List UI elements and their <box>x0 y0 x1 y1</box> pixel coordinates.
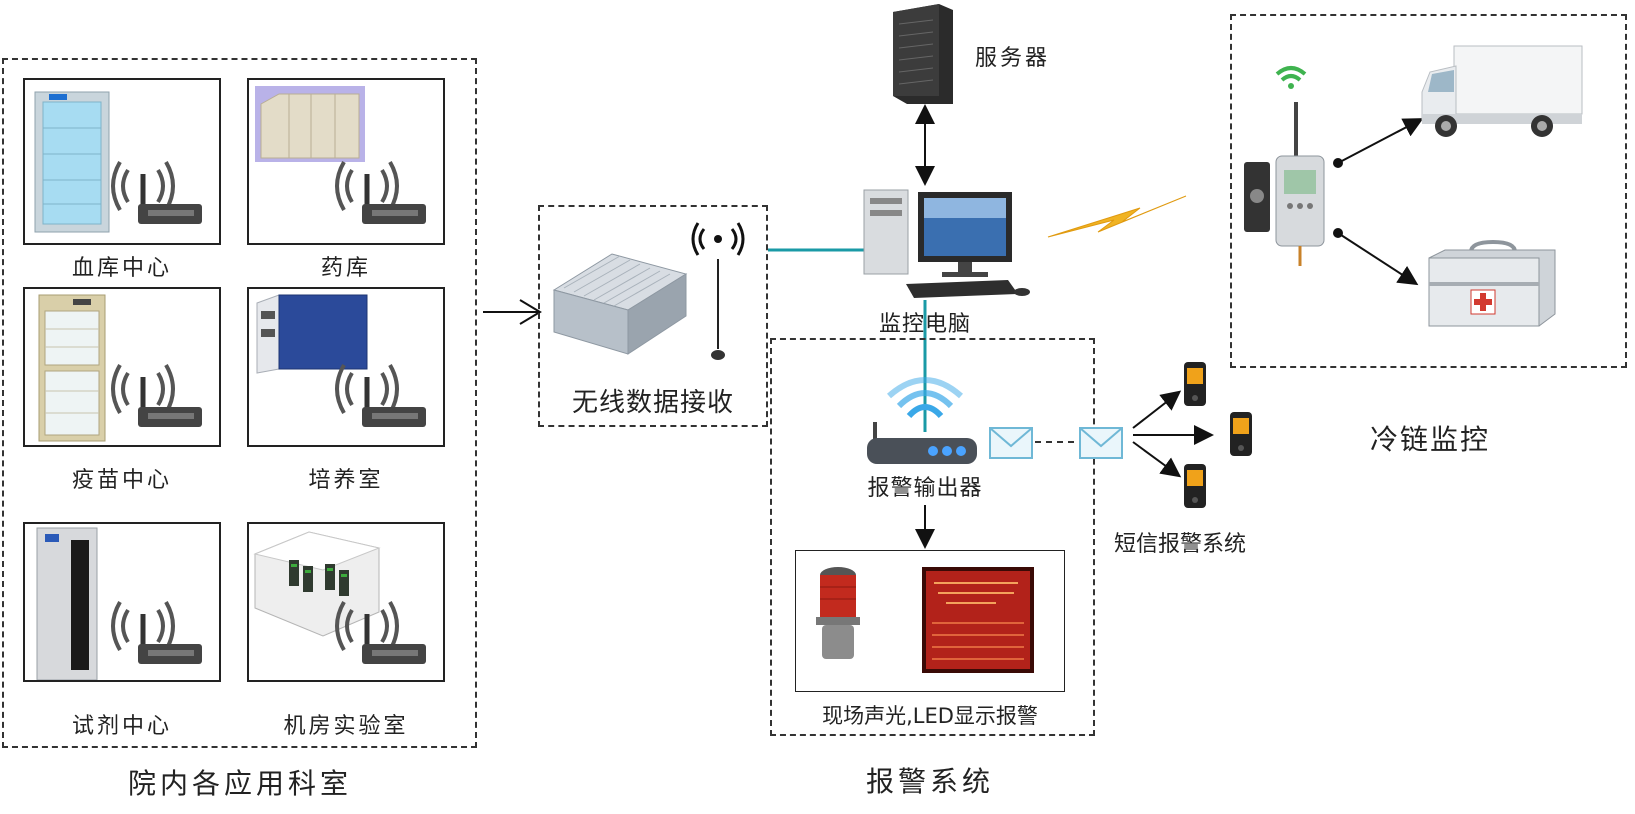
refrigerated-truck-icon <box>1421 45 1583 137</box>
siren-and-led-display-icon <box>816 567 1034 673</box>
lightning-bolt-icon <box>1047 195 1187 238</box>
server-icon <box>893 4 953 104</box>
reagent-cabinet-icon <box>36 527 98 680</box>
monitor-pc-label: 监控电脑 <box>878 312 971 337</box>
receiver-device-icon <box>552 253 688 355</box>
sms-alarm-label: 短信报警系统 <box>1113 532 1246 557</box>
room-label: 血库中心 <box>71 256 172 281</box>
wireless-sensor-icon <box>111 160 202 224</box>
cold-chain-title: 冷链监控 <box>1369 423 1490 456</box>
room-label: 试剂中心 <box>71 714 172 739</box>
monitor-pc-icon <box>863 189 1030 298</box>
mobile-phone-icon <box>1184 464 1206 508</box>
data-logger-icon <box>1244 102 1325 266</box>
alarm-output-label: 报警输出器 <box>867 476 983 501</box>
cold-chain-group <box>1230 14 1627 368</box>
receiver-group <box>538 205 768 427</box>
server-room-icon <box>253 531 381 637</box>
cold-room-icon <box>255 86 365 162</box>
arrows-logger-to-carriers <box>1333 118 1424 286</box>
mobile-phone-icon <box>1184 362 1206 406</box>
room-label: 药库 <box>320 256 371 281</box>
alarm-system-group <box>770 338 1095 736</box>
arrows-sms-to-phones <box>1132 390 1214 478</box>
departments-group-title: 院内各应用科室 <box>127 767 352 800</box>
envelope-icon <box>1079 427 1123 459</box>
antenna-icon <box>691 222 745 360</box>
wireless-sensor-icon <box>111 363 202 427</box>
departments-group <box>2 58 477 748</box>
wireless-sensor-icon <box>335 363 426 427</box>
wireless-sensor-icon <box>111 600 202 664</box>
room-label: 机房实验室 <box>283 714 409 739</box>
router-icon <box>867 422 977 464</box>
onsite-alarm-label: 现场声光,LED显示报警 <box>822 704 1038 728</box>
wireless-sensor-icon <box>335 160 426 224</box>
wireless-sensor-icon <box>335 600 426 664</box>
server-label: 服务器 <box>975 46 1051 71</box>
vaccine-fridge-icon <box>38 294 106 442</box>
onsite-alarm-box <box>795 550 1065 692</box>
wifi-signal-icon <box>887 377 963 419</box>
room-label: 疫苗中心 <box>71 468 172 493</box>
mobile-phone-icon <box>1230 412 1252 456</box>
alarm-system-title: 报警系统 <box>865 765 994 798</box>
incubator-icon <box>256 294 368 374</box>
envelope-icon <box>989 427 1033 459</box>
room-label: 培养室 <box>308 468 384 493</box>
medical-kit-icon <box>1428 240 1556 327</box>
fridge-icon <box>34 91 110 233</box>
receiver-label: 无线数据接收 <box>571 388 734 418</box>
room-reagent-center <box>23 522 221 682</box>
arrow-departments-to-receiver <box>483 299 542 325</box>
wifi-icon <box>1275 66 1307 89</box>
